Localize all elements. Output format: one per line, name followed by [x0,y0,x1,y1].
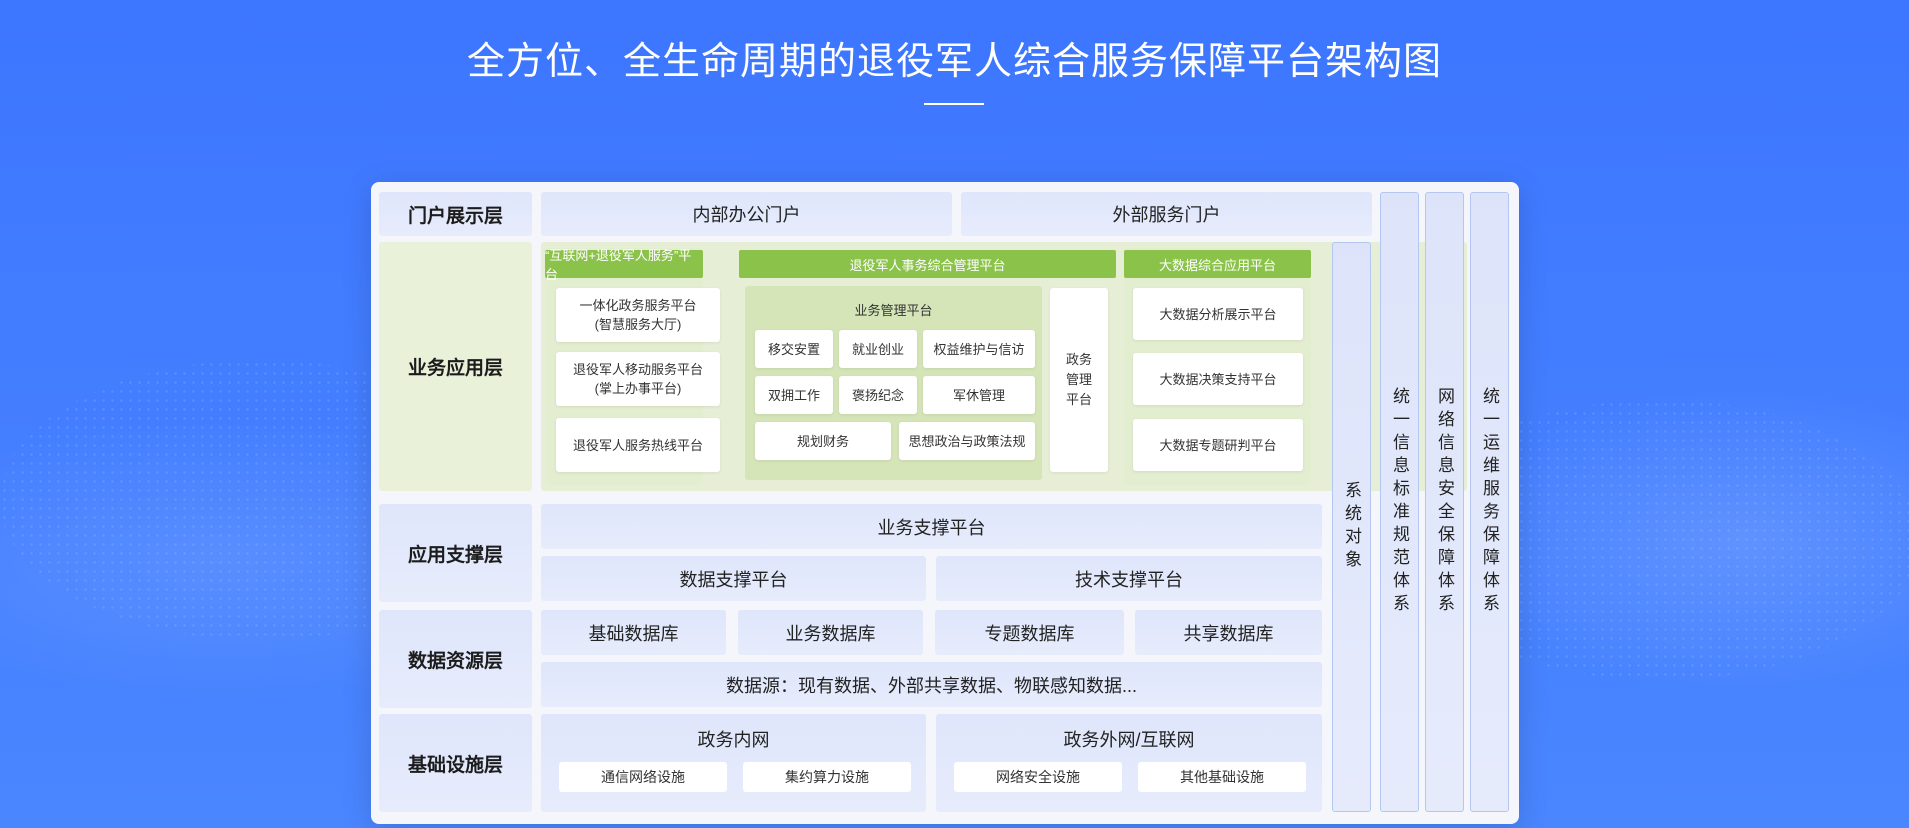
biz-item-rights: 权益维护与信访 [923,330,1035,368]
internet-platform-item: 一体化政务服务平台 (智慧服务大厅) [556,288,720,342]
page-title: 全方位、全生命周期的退役军人综合服务保障平台架构图 [466,39,1442,83]
gov-intranet-title: 政务内网 [697,730,770,750]
database-basic: 基础数据库 [541,610,726,655]
internal-portal: 内部办公门户 [541,192,952,236]
internet-platform-item: 退役军人移动服务平台 (掌上办事平台) [556,352,720,406]
standards-bar: 统一信息标准规范体系 [1380,192,1419,812]
biz-item-retired-cadre: 军休管理 [923,376,1035,414]
data-support-platform: 数据支撑平台 [541,556,926,601]
bigdata-platform-item: 大数据分析展示平台 [1133,288,1303,340]
infra-item-other: 其他基础设施 [1138,762,1306,792]
biz-mgmt-platform-title: 业务管理平台 [854,303,933,318]
layer-label-support: 应用支撑层 [379,504,532,602]
biz-item-employment: 就业创业 [839,330,917,368]
biz-item-finance: 规划财务 [755,422,891,460]
ops-bar: 统一运维服务保障体系 [1470,192,1509,812]
architecture-diagram: 门户展示层 内部办公门户 外部服务门户 业务应用层 “互联网+退役军人服务”平台… [371,182,1519,824]
data-source: 数据源：现有数据、外部共享数据、物联感知数据... [541,662,1322,707]
biz-item-double-support: 双拥工作 [755,376,833,414]
system-object-text: 系统对象 [1342,481,1361,573]
infra-item-network-security: 网络安全设施 [954,762,1122,792]
security-bar: 网络信息安全保障体系 [1425,192,1464,812]
external-portal: 外部服务门户 [961,192,1372,236]
business-support-platform: 业务支撑平台 [541,504,1322,549]
layer-label-portal: 门户展示层 [379,192,532,236]
internet-platform-header: “互联网+退役军人服务”平台 [545,248,703,282]
database-shared: 共享数据库 [1135,610,1322,655]
layer-label-business-text: 业务应用层 [407,358,503,379]
security-text: 网络信息安全保障体系 [1435,387,1454,617]
gov-extranet-title: 政务外网/互联网 [1063,730,1195,750]
biz-item-policy: 思想政治与政策法规 [899,422,1035,460]
title-underline [924,103,984,105]
layer-label-data: 数据资源层 [379,610,532,708]
database-topic: 专题数据库 [935,610,1124,655]
layer-label-business: 业务应用层 [379,242,532,491]
bigdata-platform-item: 大数据专题研判平台 [1133,419,1303,471]
affairs-platform-header: 退役军人事务综合管理平台 [739,250,1116,278]
ops-text: 统一运维服务保障体系 [1480,387,1499,617]
biz-item-transfer: 移交安置 [755,330,833,368]
system-object-bar: 系统对象 [1332,242,1371,812]
gov-mgmt-platform: 政务管理平台 [1050,288,1108,472]
infra-item-communication: 通信网络设施 [559,762,727,792]
internet-platform-item: 退役军人服务热线平台 [556,418,720,472]
tech-support-platform: 技术支撑平台 [936,556,1322,601]
infra-item-computing: 集约算力设施 [743,762,911,792]
standards-text: 统一信息标准规范体系 [1390,387,1409,617]
layer-label-infra: 基础设施层 [379,714,532,812]
bigdata-platform-item: 大数据决策支持平台 [1133,353,1303,405]
biz-item-commendation: 褒扬纪念 [839,376,917,414]
bigdata-platform-header: 大数据综合应用平台 [1124,250,1311,278]
database-business: 业务数据库 [738,610,923,655]
